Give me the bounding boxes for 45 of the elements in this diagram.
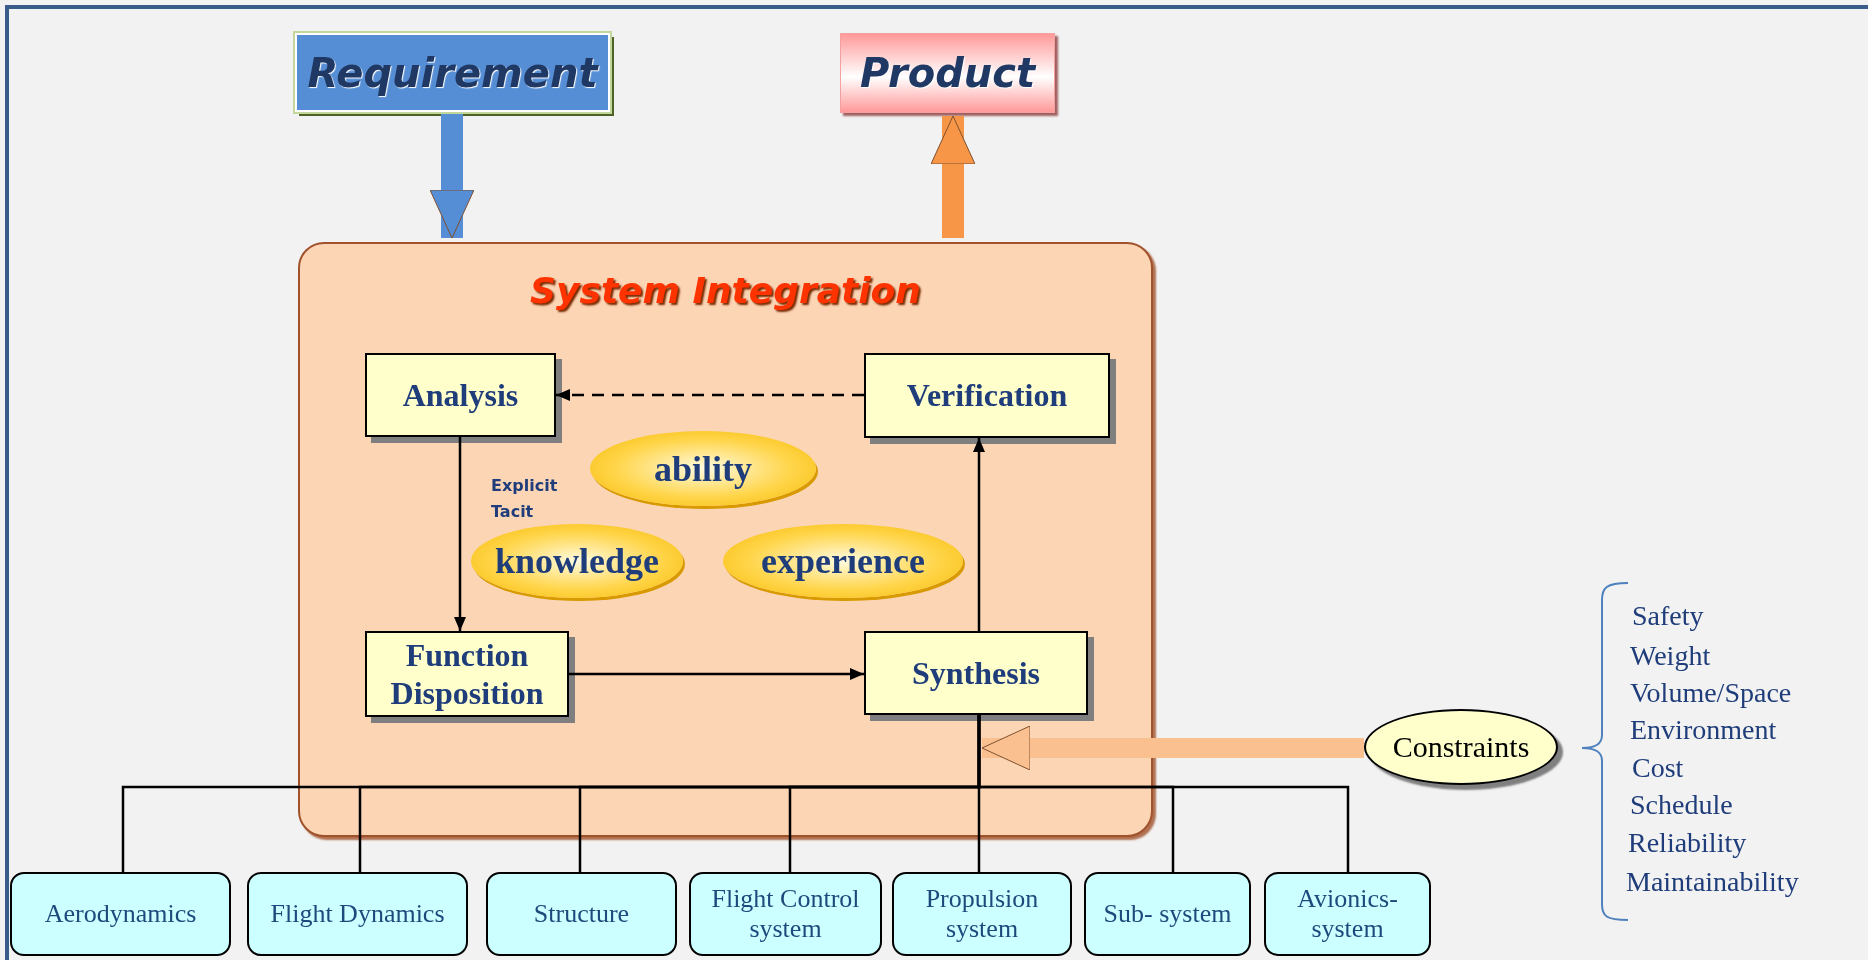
arrow	[569, 668, 864, 680]
text-label: Reliability	[1628, 827, 1747, 859]
node-label: Constraints	[1392, 730, 1530, 764]
arrow	[454, 437, 466, 631]
node-label: Verification	[906, 376, 1068, 415]
node-label: Sub- system	[1103, 899, 1232, 929]
block-arrow	[429, 114, 475, 239]
block-arrow	[981, 725, 1364, 771]
node-label: knowledge	[495, 540, 659, 582]
node-label: Function Disposition	[389, 635, 545, 713]
subsystem-box	[892, 872, 1072, 956]
subsystem-box	[247, 872, 468, 956]
block-arrow	[930, 115, 976, 238]
node-label: Analysis	[402, 375, 519, 415]
node-label: ability	[654, 447, 752, 490]
side-label: Explicit	[491, 476, 558, 495]
node-label: Product	[859, 50, 1036, 96]
node-label: Propulsion system	[924, 884, 1040, 944]
subsystem-box	[1264, 872, 1431, 956]
text-label: Cost	[1632, 752, 1684, 784]
panel-title: System Integration	[529, 270, 922, 311]
text-label: Schedule	[1630, 789, 1733, 821]
text-label: Volume/Space	[1630, 677, 1792, 709]
connector-line	[977, 715, 1350, 872]
product-box	[840, 33, 1055, 113]
node-label: Avionics- system	[1296, 884, 1399, 944]
subsystem-box	[486, 872, 677, 956]
arrow	[973, 438, 985, 631]
node-label: Synthesis	[911, 653, 1040, 693]
system-integration-panel	[298, 242, 1153, 837]
text-label: Weight	[1630, 640, 1711, 672]
side-label: Tacit	[491, 502, 534, 521]
node-label: Flight Control system	[710, 884, 861, 944]
arrow	[556, 389, 864, 401]
subsystem-box	[689, 872, 882, 956]
node-label: Flight Dynamics	[270, 899, 445, 929]
node-label: experience	[761, 540, 925, 582]
text-label: Safety	[1632, 600, 1704, 632]
node-label: Structure	[533, 899, 630, 929]
node-label: Requirement	[307, 49, 598, 96]
subsystem-box	[10, 872, 231, 956]
node-label: Aerodynamics	[44, 899, 197, 929]
text-label: Maintainability	[1626, 866, 1799, 898]
subsystem-box	[1084, 872, 1251, 956]
text-label: Environment	[1630, 714, 1777, 746]
